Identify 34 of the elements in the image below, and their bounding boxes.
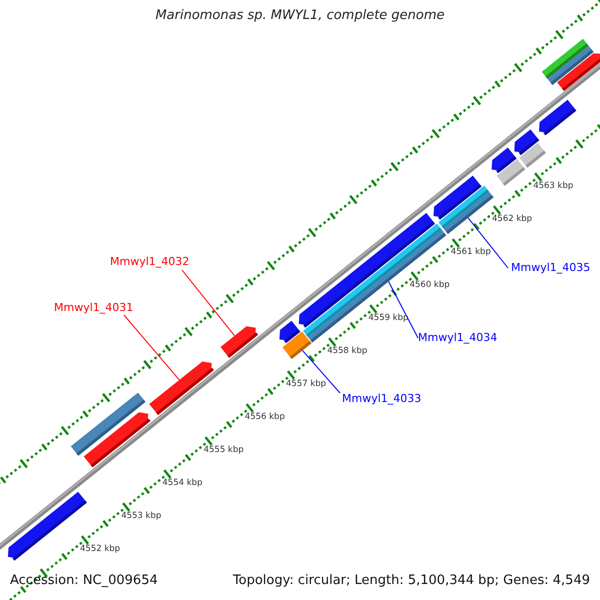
gene-block [220,326,258,358]
gene-block [557,53,600,91]
scale-label: 4554 kbp [162,479,202,489]
scale-label: 4553 kbp [121,512,162,522]
scale-label: 4555 kbp [204,446,244,456]
scale-label: 4558 kbp [327,347,368,357]
gene-label: Mmwyl1_4033 [342,393,422,406]
gene-label: Mmwyl1_4034 [418,332,498,345]
scale-label: 4563 kbp [533,182,574,192]
scale-label: 4552 kbp [80,545,120,555]
gene-label: Mmwyl1_4035 [511,262,590,275]
gene-block [496,159,526,186]
scale-label: 4560 kbp [410,281,450,291]
genome-title: Marinomonas sp. MWYL1, complete genome [154,9,446,24]
scale-label: 4562 kbp [492,215,532,225]
scale-label: 4561 kbp [450,248,491,258]
scale-label: 4557 kbp [286,380,326,390]
gene-block [84,412,151,468]
gene-block [519,142,546,168]
leader-line [468,217,508,268]
gene-label: Mmwyl1_4032 [110,256,190,269]
scale-label: 4559 kbp [368,314,408,324]
gene-label: Mmwyl1_4031 [54,302,134,315]
leader-line [302,350,340,394]
gene-block [444,192,494,234]
leader-line [388,281,418,338]
gene-block [282,332,312,359]
accession-text: Accession: NC_009654 [10,574,158,589]
genome-summary: Topology: circular; Length: 5,100,344 bp; Genes: 4,549 [232,574,590,589]
leader-line [182,270,235,336]
scale-label: 4556 kbp [244,413,285,423]
gene-block [539,100,576,136]
gene-block [149,362,214,415]
leader-line [124,314,180,380]
